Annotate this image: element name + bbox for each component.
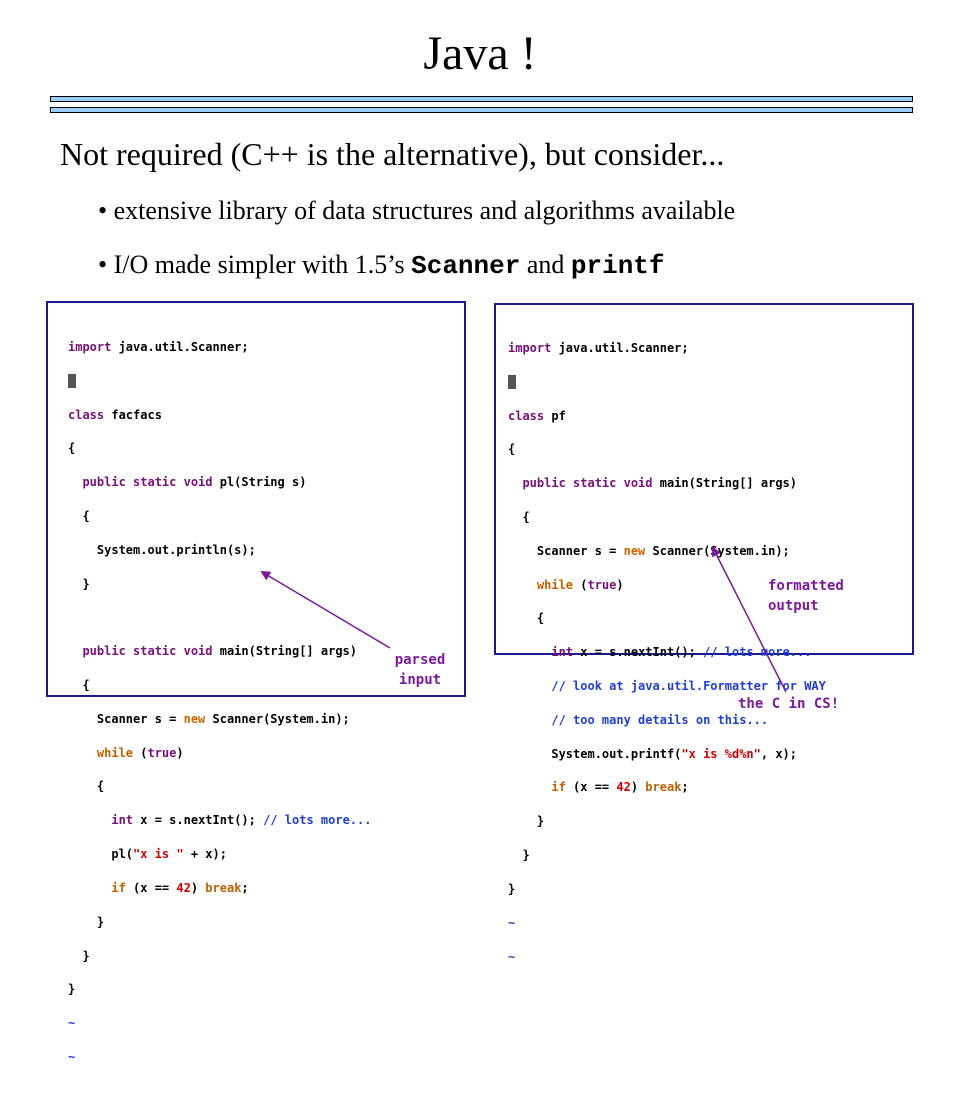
code-line: class facfacs (68, 407, 162, 422)
bullet-text: and (520, 250, 571, 279)
code-line: } (68, 576, 90, 591)
code-line: public static void main(String[] args) (82, 644, 357, 659)
annotation-arrows (260, 546, 787, 693)
code-line: { (68, 441, 76, 456)
code-line: } (68, 914, 105, 929)
code-line: import java.util.Scanner; (68, 339, 249, 354)
code-line: while (true) (536, 577, 624, 592)
code-line: ~ (68, 1016, 76, 1031)
code-line: while (true) (96, 745, 184, 760)
cursor-icon (68, 374, 76, 389)
note-line: formatted (768, 578, 844, 594)
note-line: input (398, 672, 442, 688)
code-line: ~ (68, 1049, 76, 1064)
code-printf: printf (570, 251, 665, 281)
code-line: System.out.printf("x is %d%n", x); (508, 746, 797, 761)
code-line: public static void pl(String s) (82, 475, 307, 490)
code-line: Scanner s = new Scanner(System.in); (508, 543, 790, 558)
code-line: } (508, 814, 545, 829)
code-line: } (508, 848, 530, 863)
code-line: } (68, 982, 76, 997)
code-line: } (508, 881, 516, 896)
cursor-icon (508, 375, 516, 390)
bullet-text: I/O made simpler with 1.5’s (113, 250, 412, 279)
code-line: { (68, 678, 90, 693)
code-line: } (68, 948, 90, 963)
c-in-cs-arrow (712, 546, 787, 693)
code-line: { (508, 442, 516, 457)
slide-title: Java ! (423, 27, 537, 80)
title-rule-bottom (50, 107, 913, 113)
code-line: { (68, 779, 105, 794)
code-line: pl("x is " + x); (68, 847, 227, 862)
code-line: int x = s.nextInt(); // lots more... (551, 645, 812, 660)
code-line (508, 374, 826, 391)
code-line: { (508, 509, 530, 524)
parsed-input-arrow (260, 570, 391, 649)
parsed-input-note: parsed input (380, 650, 460, 690)
code-line (68, 373, 371, 390)
bullet-text: extensive library of data structures and… (113, 196, 736, 225)
formatted-output-note: formatted output (768, 576, 858, 616)
bullet-library: • extensive library of data structures a… (98, 196, 736, 225)
code-line: ~ (508, 949, 516, 964)
bullet-io: • I/O made simpler with 1.5’s Scanner an… (98, 250, 665, 281)
code-scanner: Scanner (411, 251, 521, 281)
code-line: import java.util.Scanner; (508, 340, 689, 355)
note-line: output (768, 598, 819, 614)
slide-subtitle: Not required (C++ is the alternative), b… (60, 136, 725, 172)
code-line: System.out.println(s); (68, 542, 256, 557)
code-line: int x = s.nextInt(); // lots more... (111, 813, 372, 828)
code-line: if (x == 42) break; (111, 880, 249, 895)
code-line: { (508, 611, 545, 626)
code-line: ~ (508, 915, 516, 930)
code-line: { (68, 508, 90, 523)
code-line: public static void main(String[] args) (522, 476, 797, 491)
code-line: if (x == 42) break; (551, 780, 689, 795)
code-line: class pf (508, 408, 566, 423)
code-line: // look at java.util.Formatter for WAY (508, 679, 826, 694)
c-in-cs-note: the C in CS! (738, 696, 840, 712)
title-rule-top (50, 96, 913, 102)
note-line: parsed (394, 652, 446, 668)
